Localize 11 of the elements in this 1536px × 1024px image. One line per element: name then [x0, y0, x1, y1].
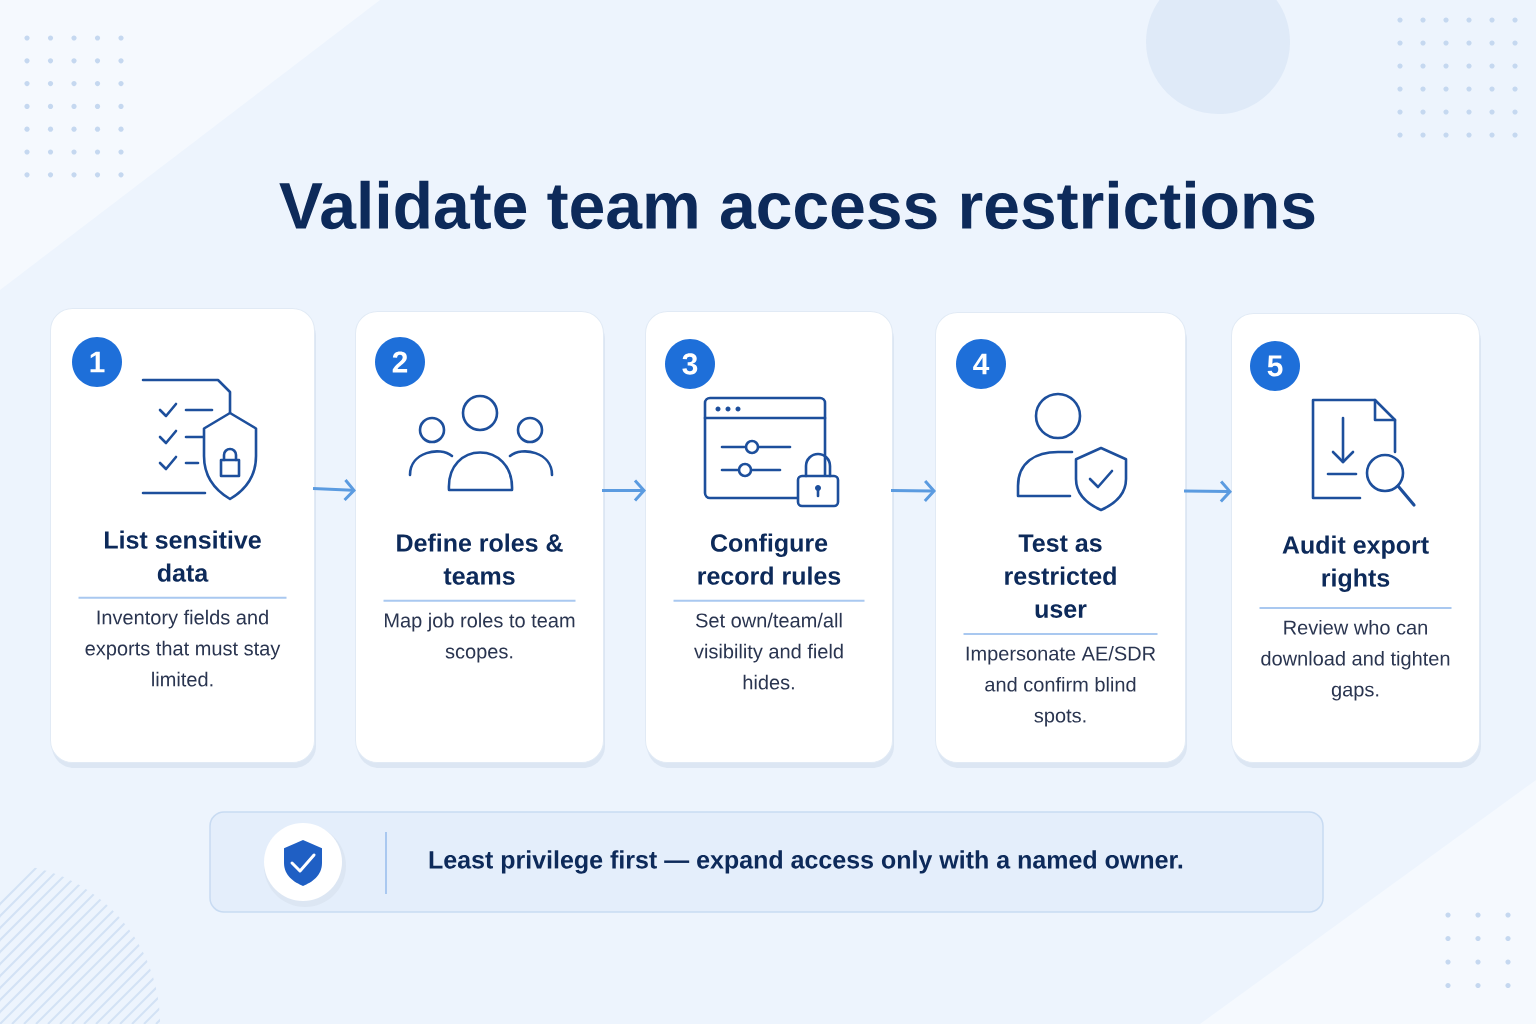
step-number-badge: 3: [665, 339, 715, 389]
step-number-badge: 1: [72, 337, 122, 387]
title: Validate team access restrictions: [279, 180, 1315, 230]
step-number-badge: 2: [375, 337, 425, 387]
arrow: [891, 479, 936, 502]
arrow: [312, 479, 356, 502]
note-banner: Least privilege first — expand access only with a named owner.: [209, 811, 1324, 913]
step-number-badge: 4: [956, 339, 1006, 389]
arrow: [1184, 480, 1232, 503]
arrow: [602, 479, 646, 502]
step-number-badge: 5: [1250, 341, 1300, 391]
